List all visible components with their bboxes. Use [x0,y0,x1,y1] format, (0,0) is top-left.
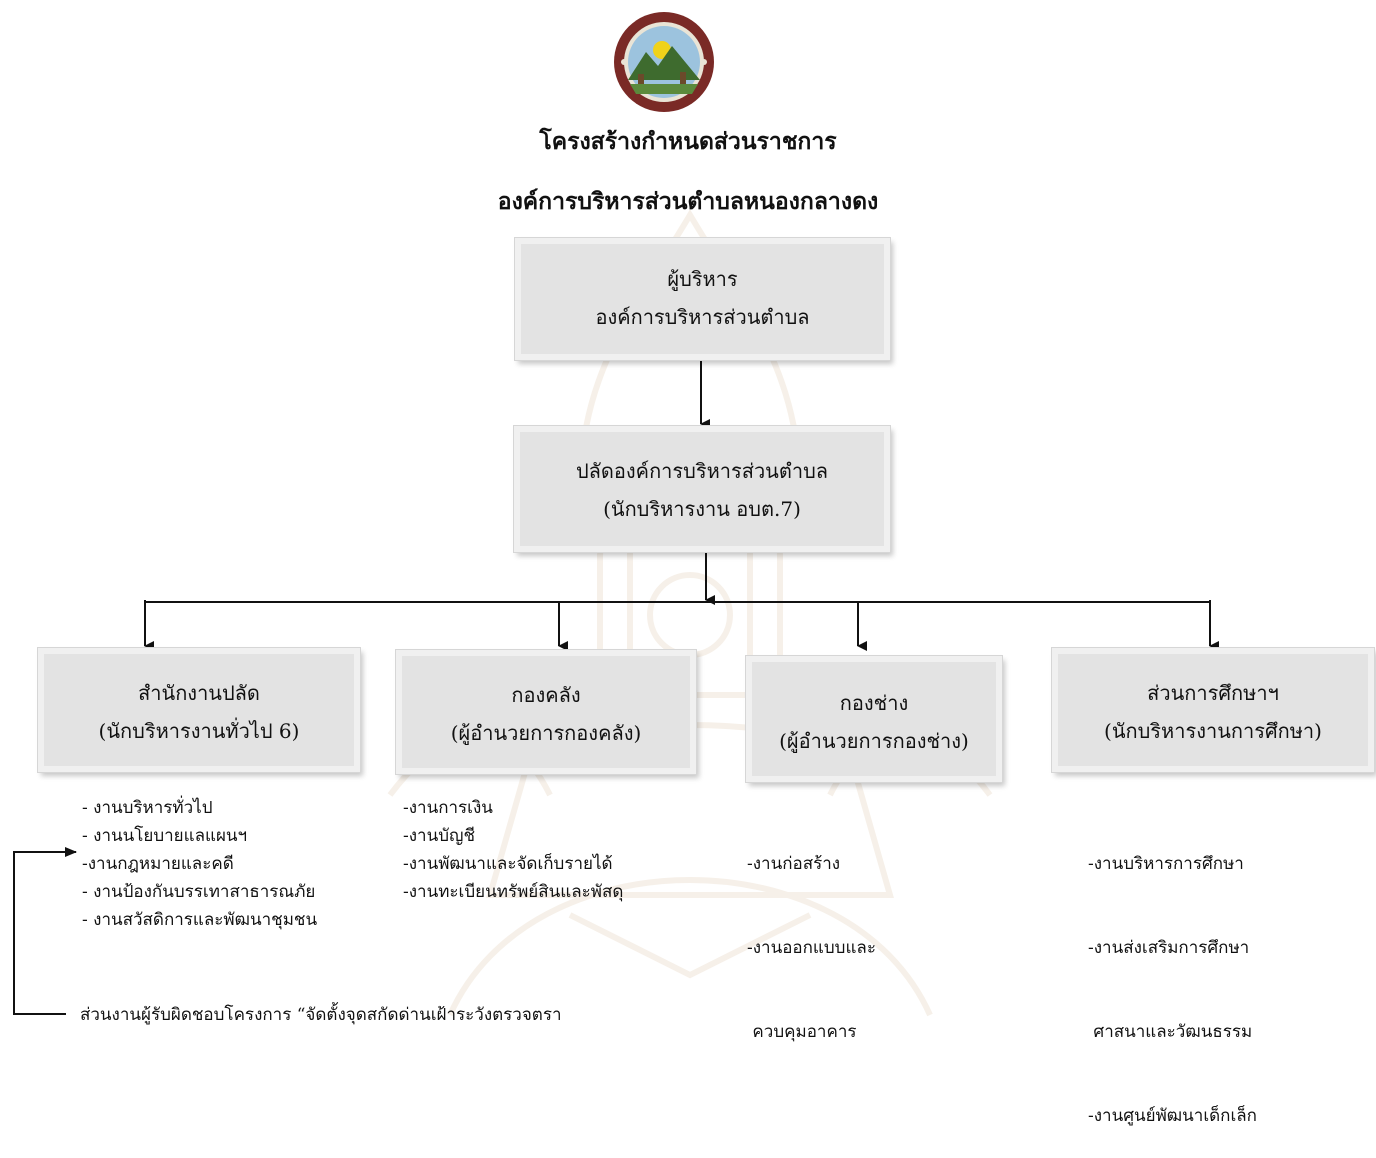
task-item: - งานบริหารทั่วไป [82,798,213,818]
division-head: (ผู้อำนวยการกองคลัง) [450,721,642,745]
task-item: -งานกฎหมายและคดี [82,854,234,874]
chart-subtitle: องค์การบริหารส่วนตำบลหนองกลางดง [497,188,879,215]
task-item: -งานส่งเสริมการศึกษา [1088,938,1250,958]
task-list-finance: -งานการเงิน -งานบัญชี -งานพัฒนาและจัดเก็… [403,794,623,906]
division-name: กองคลัง [511,683,581,707]
executive-org: องค์การบริหารส่วนตำบล [595,305,810,329]
task-item: -งานศูนย์พัฒนาเด็กเล็ก [1088,1106,1257,1126]
task-item: -งานบัญชี [403,826,476,846]
task-item: - งานสวัสดิการและพัฒนาชุมชน [82,910,318,930]
connector-lines [13,360,1219,1015]
division-box-finance: กองคลัง (ผู้อำนวยการกองคลัง) [396,650,696,774]
division-box-engineering: กองช่าง (ผู้อำนวยการกองช่าง) [746,656,1002,782]
task-item: - งานนโยบายแลแผนฯ [82,826,248,846]
footnote-link-line [13,847,77,1015]
division-head: (ผู้อำนวยการกองช่าง) [779,729,969,753]
division-name: ส่วนการศึกษาฯ [1147,681,1279,705]
deputy-box: ปลัดองค์การบริหารส่วนตำบล (นักบริหารงาน … [514,426,890,552]
task-list-engineering: -งานก่อสร้าง -งานออกแบบและ ควบคุมอาคาร [747,794,876,1074]
task-item: -งานพัฒนาและจัดเก็บรายได้ [403,854,613,874]
task-item: -งานทะเบียนทรัพย์สินและพัสดุ [403,882,624,902]
division-head: (นักบริหารงานการศึกษา) [1104,719,1322,743]
task-item: ศาสนาและวัฒนธรรม [1088,1022,1253,1042]
task-list-office: - งานบริหารทั่วไป - งานนโยบายแลแผนฯ -งาน… [82,794,317,934]
division-box-education: ส่วนการศึกษาฯ (นักบริหารงานการศึกษา) [1052,648,1374,772]
executive-title: ผู้บริหาร [667,267,738,291]
deputy-position: (นักบริหารงาน อบต.7) [603,497,801,521]
task-item: -งานก่อสร้าง [747,854,841,874]
executive-box: ผู้บริหาร องค์การบริหารส่วนตำบล [515,238,890,360]
division-name: กองช่าง [839,691,909,715]
task-item: -งานออกแบบและ [747,938,876,958]
task-item: ควบคุมอาคาร [747,1022,857,1042]
organization-logo [614,12,714,112]
division-name: สำนักงานปลัด [138,681,260,705]
chart-title: โครงสร้างกำหนดส่วนราชการ [539,128,837,155]
task-item: -งานบริหารการศึกษา [1088,854,1244,874]
task-item: - งานป้องกันบรรเทาสาธารณภัย [82,882,316,902]
footnote-text: ส่วนงานผู้รับผิดชอบโครงการ “จัดตั้งจุดสก… [80,1005,562,1025]
task-list-education: -งานบริหารการศึกษา -งานส่งเสริมการศึกษา … [1088,794,1257,1158]
task-item: -งานการเงิน [403,798,493,818]
deputy-title: ปลัดองค์การบริหารส่วนตำบล [575,459,829,483]
division-box-office: สำนักงานปลัด (นักบริหารงานทั่วไป 6) [38,648,360,772]
division-head: (นักบริหารงานทั่วไป 6) [98,719,300,743]
